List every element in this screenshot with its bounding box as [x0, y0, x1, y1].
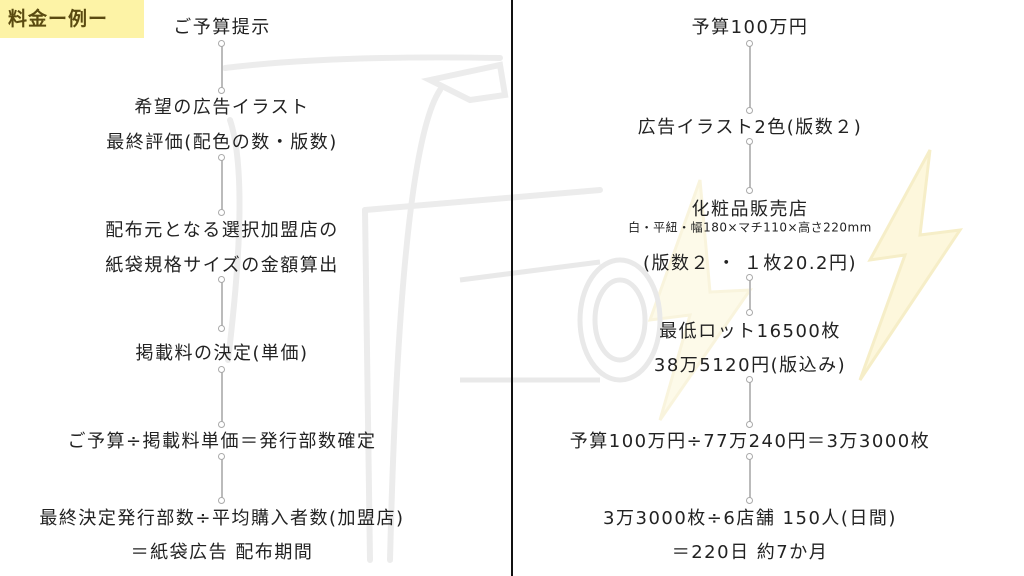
right-step-period-result: ＝220日 約7か月 — [671, 542, 829, 563]
left-step-period: 最終決定発行部数÷平均購入者数(加盟店) — [39, 508, 405, 529]
right-step-store: 化粧品販売店 — [691, 199, 809, 220]
right-step-unit-price: (版数２ ・ １枚20.2円) — [642, 253, 858, 274]
right-step-copies: 予算100万円÷77万240円＝3万3000枚 — [569, 431, 931, 452]
connector — [746, 376, 753, 428]
left-step-evaluation: 最終評価(配色の数・版数) — [106, 132, 338, 153]
left-step-store: 配布元となる選択加盟店の — [105, 220, 339, 241]
right-step-bag-spec: 白・平紐・幅180×マチ110×高さ220mm — [628, 220, 872, 235]
connector — [218, 40, 225, 94]
section-badge: 料金ー例ー — [0, 0, 144, 38]
right-step-min-lot: 最低ロット16500枚 — [659, 321, 841, 342]
right-step-illustration: 広告イラスト2色(版数２) — [637, 117, 863, 138]
connector — [218, 366, 225, 428]
right-step-period: 3万3000枚÷6店舗 150人(日間) — [603, 508, 897, 529]
left-step-period-result: ＝紙袋広告 配布期間 — [130, 542, 314, 563]
connector — [746, 274, 753, 316]
connector — [746, 40, 753, 114]
left-step-copies: ご予算÷掲載料単価＝発行部数確定 — [67, 431, 377, 452]
connector — [218, 453, 225, 504]
left-step-illustration: 希望の広告イラスト — [134, 97, 310, 118]
column-divider — [511, 0, 513, 576]
connector — [218, 276, 225, 332]
connector — [746, 138, 753, 194]
left-step-bag-size: 紙袋規格サイズの金額算出 — [105, 255, 339, 276]
left-step-budget: ご予算提示 — [173, 17, 271, 38]
left-step-fee: 掲載料の決定(単価) — [135, 343, 309, 364]
badge-label: 料金ー例ー — [8, 8, 109, 30]
right-step-lot-cost: 38万5120円(版込み) — [653, 355, 847, 376]
right-step-budget: 予算100万円 — [691, 17, 809, 38]
connector — [746, 453, 753, 504]
connector — [218, 154, 225, 216]
